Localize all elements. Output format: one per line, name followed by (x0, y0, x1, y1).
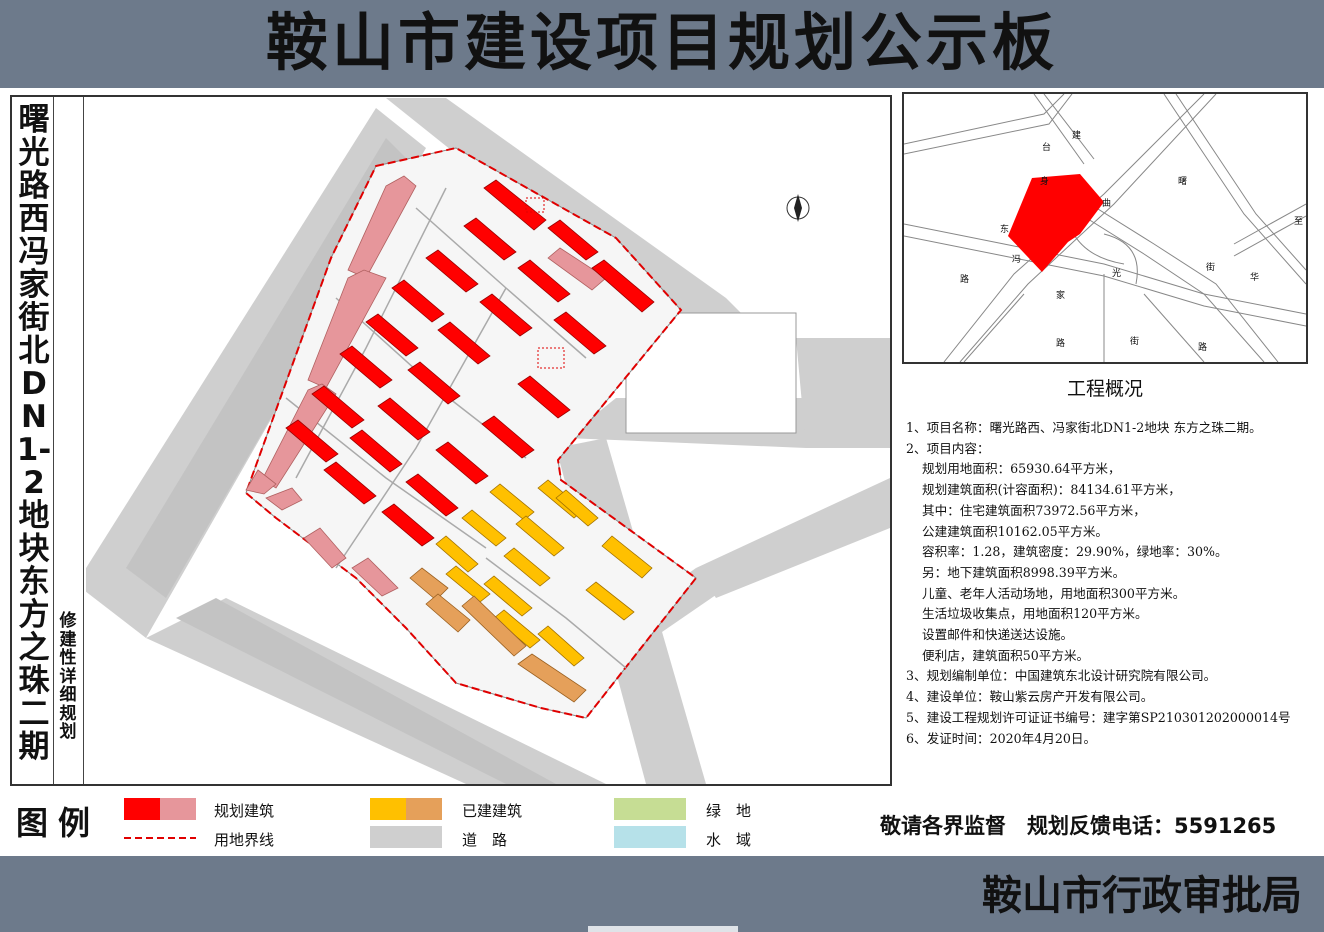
info-line: 规划用地面积：65930.64平方米， (922, 461, 1121, 477)
legend-label-road: 道 路 (462, 831, 508, 849)
street-char: 曲 (1102, 198, 1111, 209)
location-map-frame (902, 92, 1308, 364)
legend-swatch-built-yellow (370, 798, 406, 820)
info-line: 另：地下建筑面积8998.39平方米。 (922, 564, 1126, 580)
built-buildings-yellow (435, 479, 653, 667)
street-char: 家 (1056, 289, 1065, 301)
legend-swatch-boundary (124, 828, 196, 848)
location-map: 台 建 身 曲 曙 至 东 冯 光 街 华 路 家 路 街 路 (904, 94, 1306, 362)
info-line: 设置邮件和快递送达设施。 (922, 627, 1074, 643)
service-area (525, 197, 545, 213)
footer-bar: 鞍山市行政审批局 (0, 856, 1324, 932)
info-line: 3、规划编制单位：中国建筑东北设计研究院有限公司。 (906, 668, 1217, 684)
info-line: 规划建筑面积(计容面积)：84134.61平方米， (922, 482, 1181, 498)
street-char: 华 (1250, 271, 1259, 283)
legend-label-built: 已建建筑 (462, 802, 523, 820)
street-char: 街 (1130, 335, 1139, 347)
street-char: 曙 (1178, 176, 1187, 187)
legend-swatch-water (614, 826, 686, 848)
footer-strip (588, 926, 738, 932)
street-char: 建 (1072, 129, 1081, 141)
info-line: 2、项目内容： (906, 440, 990, 456)
planned-buildings-pink (245, 175, 607, 597)
info-line: 1、项目名称：曙光路西、冯家街北DN1-2地块 东方之珠二期。 (906, 420, 1262, 435)
legend-label-green: 绿 地 (706, 802, 752, 820)
info-line: 儿童、老年人活动场地，用地面积300平方米。 (922, 585, 1186, 601)
side-title-box (12, 97, 54, 784)
built-buildings-orange (409, 567, 587, 703)
header-bar: 鞍山市建设项目规划公示板 (0, 0, 1324, 88)
info-line: 4、建设单位：鞍山紫云房产开发有限公司。 (906, 689, 1154, 705)
side-subtitle: 修建性详细规划 (59, 611, 77, 742)
street-char: 光 (1112, 267, 1121, 279)
legend-label-boundary: 用地界线 (214, 831, 275, 849)
street-char: 台 (1042, 141, 1051, 153)
street-char: 身 (1040, 175, 1049, 187)
playground-area (537, 347, 565, 369)
info-line: 容积率：1.28，建筑密度：29.90%，绿地率：30%。 (922, 544, 1228, 560)
legend-label-water: 水 域 (706, 831, 752, 849)
legend-swatch-road (370, 826, 442, 848)
legend-swatch-built-orange (406, 798, 442, 820)
legend-swatch-green (614, 798, 686, 820)
info-line: 5、建设工程规划许可证证书编号：建字第SP210301202000014号 (906, 709, 1291, 725)
board-title: 鞍山市建设项目规划公示板 (265, 6, 1058, 79)
street-char: 东 (1000, 223, 1009, 235)
info-line: 公建建筑面积10162.05平方米。 (922, 523, 1109, 539)
project-site-marker (1008, 174, 1104, 272)
legend-swatch-planned-red (124, 798, 160, 820)
side-title: 曙光路西冯家街北DN1-2地块 东方之珠二期 (16, 102, 52, 765)
info-line: 其中：住宅建筑面积73972.56平方米， (922, 502, 1146, 518)
boundary-line (244, 146, 698, 720)
legend-label-planned: 规划建筑 (214, 802, 275, 820)
info-line: 6、发证时间：2020年4月20日。 (906, 730, 1097, 746)
street-labels: 台 建 身 曲 曙 至 东 冯 光 街 华 路 家 路 街 路 (960, 129, 1303, 353)
site-plan (86, 98, 890, 784)
street-char: 路 (1198, 341, 1207, 353)
planned-buildings-red (285, 179, 655, 547)
legend-title: 图例 (16, 804, 101, 842)
side-subtitle-box (54, 97, 84, 784)
feedback-notice: 敬请各界监督 规划反馈电话：5591265 (880, 814, 1277, 838)
project-info: 1、项目名称：曙光路西、冯家街北DN1-2地块 东方之珠二期。 2、项目内容： … (906, 418, 1320, 749)
north-arrow-icon (786, 194, 810, 222)
street-char: 路 (1056, 337, 1065, 349)
street-char: 至 (1294, 216, 1303, 227)
location-map-caption: 工程概况 (1066, 378, 1143, 400)
info-line: 便利店，建筑面积50平方米。 (922, 647, 1090, 663)
street-char: 街 (1206, 261, 1215, 273)
street-char: 路 (960, 273, 969, 285)
street-char: 冯 (1012, 254, 1021, 265)
info-line: 生活垃圾收集点，用地面积120平方米。 (922, 606, 1148, 622)
legend-swatch-planned-pink (160, 798, 196, 820)
issuing-authority: 鞍山市行政审批局 (982, 873, 1302, 919)
